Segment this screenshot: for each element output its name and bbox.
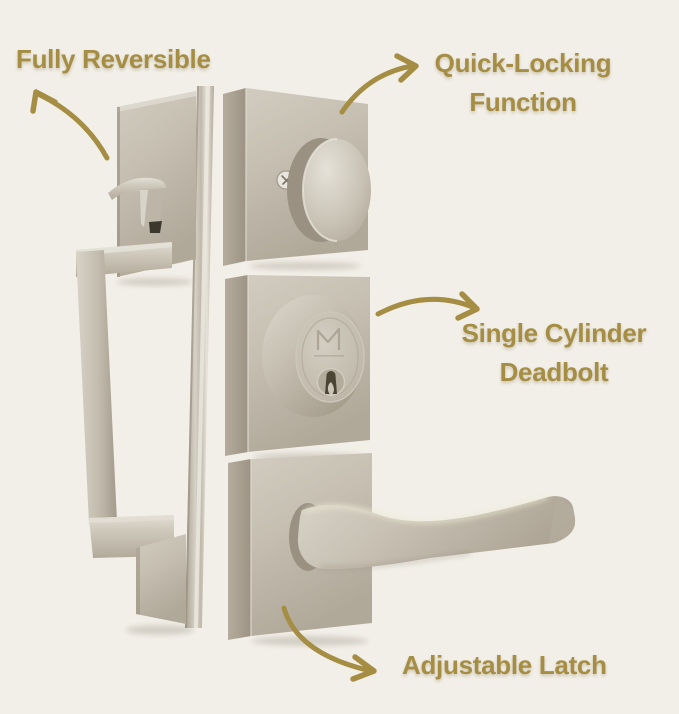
annotation-single-cylinder: Single Cylinder Deadbolt xyxy=(428,314,679,392)
thumbturn-knob xyxy=(287,138,371,242)
lever-plate xyxy=(228,453,576,640)
annotation-single-cylinder-line2: Deadbolt xyxy=(499,357,609,387)
curved-arrow-quick-locking xyxy=(339,53,419,115)
deadbolt-cylinder xyxy=(262,295,365,417)
handleset xyxy=(76,91,196,624)
annotation-quick-locking-line2: Function xyxy=(469,87,577,117)
deadbolt-interior-plate xyxy=(223,88,371,266)
annotation-arrows xyxy=(30,53,480,682)
brand-logo xyxy=(314,327,344,357)
thumb-latch xyxy=(108,177,166,233)
curved-arrow-single-cylinder xyxy=(375,291,480,321)
annotation-quick-locking: Quick-Locking Function xyxy=(399,44,647,122)
latch-slot xyxy=(149,221,162,233)
annotation-single-cylinder-line1: Single Cylinder xyxy=(461,318,647,348)
curved-arrow-adjustable-latch xyxy=(281,605,377,682)
curved-arrow-fully-reversible xyxy=(30,89,110,161)
door-lever xyxy=(289,495,576,571)
annotation-adjustable-latch: Adjustable Latch xyxy=(402,650,607,680)
deadbolt-exterior-plate xyxy=(225,275,370,456)
handleset-rosette xyxy=(136,534,186,624)
annotation-quick-locking-line1: Quick-Locking xyxy=(434,48,612,78)
grip-handle xyxy=(76,242,174,558)
keyhole xyxy=(316,367,346,397)
annotation-fully-reversible: Fully Reversible xyxy=(16,44,211,74)
